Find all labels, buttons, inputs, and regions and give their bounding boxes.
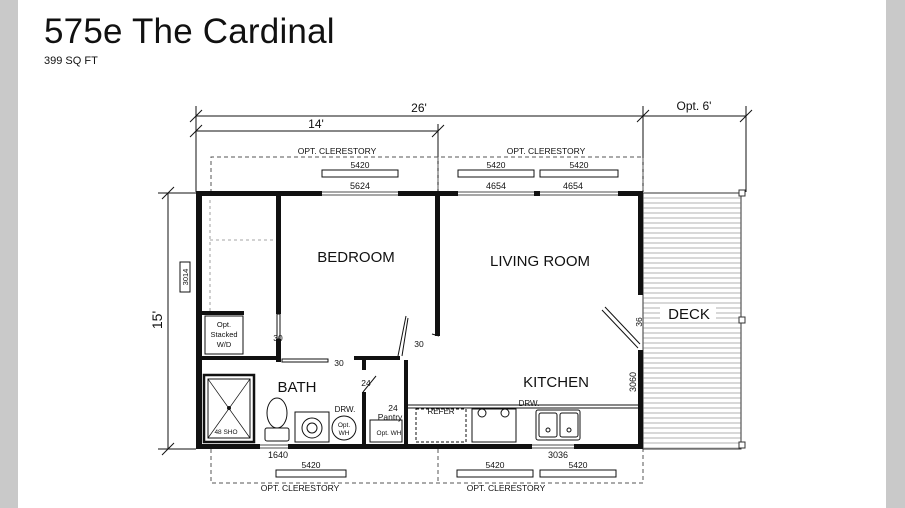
window-living-top-2: 4654: [563, 181, 583, 191]
right-margin: [886, 0, 905, 508]
room-bath: BATH: [278, 379, 317, 396]
left-margin: [0, 0, 18, 508]
window-left-side: 3014: [181, 269, 190, 286]
window-bath-bottom: 1640: [268, 450, 288, 460]
clerestory-window-bottom-right-1: 5420: [486, 460, 505, 470]
overall-width-label: 26': [411, 101, 427, 115]
door-bath: 30: [334, 358, 344, 368]
kitchen-counter: [408, 404, 638, 409]
closet-lines: [209, 200, 276, 311]
range: [471, 408, 517, 443]
interior-walls: [202, 196, 440, 449]
clerestory-outlines: [210, 156, 644, 484]
deck-label-bg: [660, 304, 716, 322]
bath-vanity: [294, 411, 330, 443]
refer-label: REFER: [427, 407, 454, 416]
window-kitchen-bottom: 3036: [548, 450, 568, 460]
wd-label-3: W/D: [217, 340, 232, 349]
clerestory-window-top-right-2: 5420: [570, 160, 589, 170]
left-side-window: [179, 261, 191, 293]
pantry-label: Pantry: [378, 412, 403, 422]
deck-area: [642, 189, 746, 450]
exterior-walls: [196, 191, 643, 449]
bath-wh-label-2: WH: [339, 430, 350, 437]
doors: [276, 306, 641, 393]
clerestory-window-top-right-1: 5420: [487, 160, 506, 170]
clerestory-windows: [275, 169, 619, 478]
pantry-wh-label: Opt. WH: [377, 430, 402, 437]
square-footage: 399 SQ FT: [44, 55, 98, 67]
door-pantry: 24: [361, 378, 371, 388]
bath-drawer-label: DRW.: [335, 405, 356, 414]
window-living-top-1: 4654: [486, 181, 506, 191]
toilet: [264, 397, 290, 442]
bath-water-heater: [331, 415, 357, 441]
window-kitchen-right: 3060: [628, 372, 638, 392]
clerestory-top-right-label: OPT. CLERESTORY: [507, 146, 586, 156]
overall-depth-label: 15': [149, 311, 165, 329]
shower: [202, 373, 256, 444]
left-width-label: 14': [308, 117, 324, 131]
clerestory-window-bottom-right-2: 5420: [569, 460, 588, 470]
washer-dryer: [204, 315, 244, 355]
pantry-wh-box: [369, 419, 403, 443]
window-bedroom-top: 5624: [350, 181, 370, 191]
pantry-size-label: 24: [388, 403, 398, 413]
clerestory-window-top-left: 5420: [351, 160, 370, 170]
bath-wh-label-1: Opt.: [338, 422, 350, 429]
door-deck: 36: [634, 317, 644, 327]
clerestory-bottom-left-label: OPT. CLERESTORY: [261, 483, 340, 493]
deck-label: DECK: [668, 306, 710, 323]
kitchen-drawer-label: DRW.: [519, 399, 540, 408]
room-bedroom: BEDROOM: [317, 249, 395, 266]
top-dimensions: [189, 106, 753, 192]
room-living: LIVING ROOM: [490, 253, 590, 270]
wd-label-2: Stacked: [210, 330, 237, 339]
clerestory-bottom-right-label: OPT. CLERESTORY: [467, 483, 546, 493]
refrigerator: [415, 408, 467, 443]
deck-width-label: Opt. 6': [677, 99, 712, 113]
wd-label-1: Opt.: [217, 320, 231, 329]
clerestory-window-bottom-left: 5420: [302, 460, 321, 470]
shower-label: 48 SHO: [214, 429, 237, 436]
clerestory-top-left-label: OPT. CLERESTORY: [298, 146, 377, 156]
room-kitchen: KITCHEN: [523, 374, 589, 391]
door-bedroom: 30: [414, 339, 424, 349]
exterior-windows: [260, 191, 643, 449]
kitchen-sink: [535, 409, 581, 441]
page-title: 575e The Cardinal: [44, 12, 335, 51]
door-closet: 30: [273, 333, 283, 343]
left-dimension: [158, 186, 196, 456]
